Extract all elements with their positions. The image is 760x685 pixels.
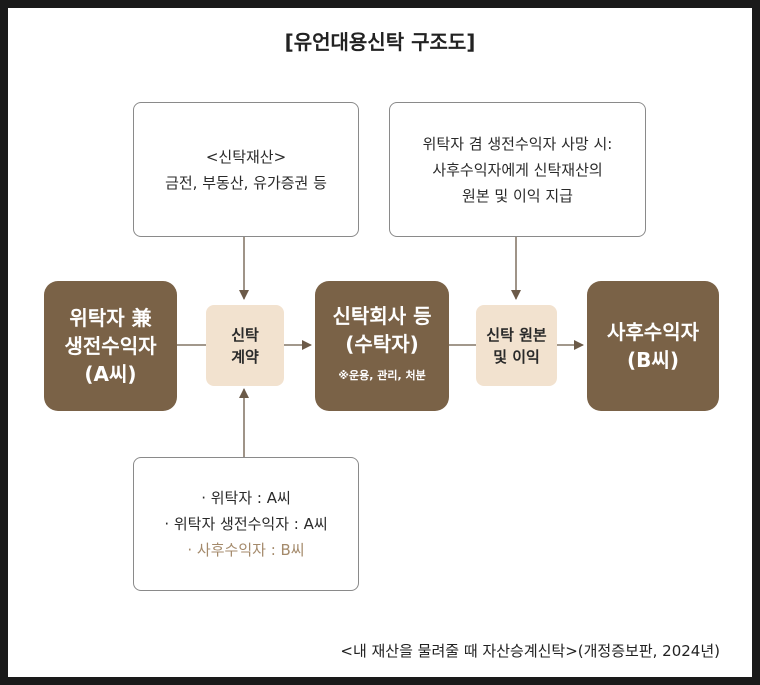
payout-line1: 신탁 원본	[486, 325, 547, 344]
trustee-box: 신탁회사 등 (수탁자) ※운용, 관리, 처분	[315, 281, 449, 411]
payout-condition-line2: 사후수익자에게 신탁재산의	[432, 160, 603, 179]
settlor-box: 위탁자 兼 생전수익자 (A씨)	[44, 281, 177, 411]
settlor-line3: (A씨)	[84, 362, 137, 386]
trustee-note: ※운용, 관리, 처분	[338, 369, 426, 382]
parties-note: · 위탁자 : A씨 · 위탁자 생전수익자 : A씨 · 사후수익자 : B씨	[133, 457, 359, 591]
beneficiary-line1: 사후수익자	[607, 320, 699, 344]
settlor-line2: 생전수익자	[64, 334, 157, 358]
payout-box: 신탁 원본 및 이익	[476, 305, 557, 386]
diagram-title: [유언대용신탁 구조도]	[284, 30, 476, 54]
contract-line1: 신탁	[231, 325, 259, 344]
beneficiary-line2: (B씨)	[627, 348, 679, 372]
contract-box: 신탁 계약	[206, 305, 284, 386]
source-caption: <내 재산을 물려줄 때 자산승계신탁>(개정증보판, 2024년)	[340, 642, 720, 660]
beneficiary-box: 사후수익자 (B씨)	[587, 281, 719, 411]
trust-assets-note: <신탁재산> 금전, 부동산, 유가증권 등	[133, 102, 359, 237]
parties-settlor: · 위탁자 : A씨	[201, 489, 291, 507]
trustee-line1: 신탁회사 등	[332, 304, 432, 328]
parties-lifetime-beneficiary: · 위탁자 생전수익자 : A씨	[164, 515, 328, 533]
settlor-line1: 위탁자 兼	[69, 306, 152, 330]
payout-condition-line1: 위탁자 겸 생전수익자 사망 시:	[422, 134, 613, 153]
payout-line2: 및 이익	[493, 347, 540, 366]
trust-assets-heading: <신탁재산>	[205, 147, 287, 166]
contract-line2: 계약	[231, 347, 259, 366]
trustee-line2: (수탁자)	[345, 332, 419, 356]
trust-assets-list: 금전, 부동산, 유가증권 등	[165, 173, 327, 192]
parties-post-death-beneficiary: · 사후수익자 : B씨	[187, 541, 305, 559]
payout-condition-line3: 원본 및 이익 지급	[462, 186, 573, 205]
payout-condition-note: 위탁자 겸 생전수익자 사망 시: 사후수익자에게 신탁재산의 원본 및 이익 …	[389, 102, 646, 237]
